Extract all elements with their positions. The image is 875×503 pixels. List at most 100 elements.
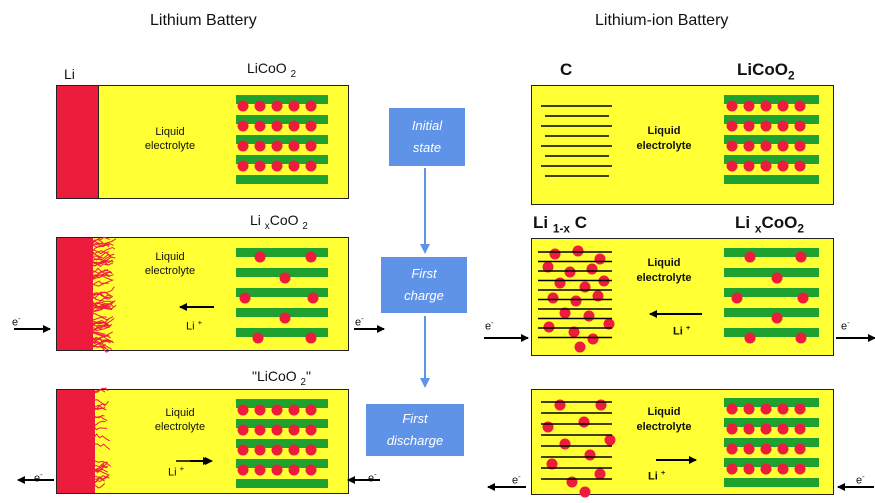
ion-text: Li — [186, 320, 195, 333]
cathode-layer — [236, 175, 328, 184]
lithium-dendrite — [93, 474, 110, 480]
li-ion — [288, 100, 300, 112]
ion-sup: + — [179, 464, 185, 473]
lithium-dendrite — [93, 404, 107, 411]
electrolyte-line2: electrolyte — [636, 272, 692, 284]
li-ion — [554, 277, 566, 289]
electrolyte-line2: electrolyte — [636, 140, 692, 152]
cathode-sub-x: x — [754, 221, 762, 236]
lithium-dendrite — [91, 240, 114, 246]
li-ion — [777, 423, 789, 435]
step-line1: First — [411, 266, 437, 281]
li-ion — [743, 443, 755, 455]
ion-sup: + — [197, 318, 203, 327]
cathode-layer — [724, 418, 819, 427]
lithium-dendrite — [91, 261, 109, 267]
lithium-dendrite — [91, 339, 114, 348]
cathode-sub-2: 2 — [797, 221, 804, 236]
electron-sup: - — [518, 472, 521, 481]
li-ion — [795, 251, 807, 263]
electrolyte-line1: Liquid — [647, 257, 681, 269]
cathode-layer — [236, 328, 328, 337]
li-ion — [254, 160, 266, 172]
li-ion — [252, 332, 264, 344]
li-ion — [554, 399, 566, 411]
ion-label-r3: Li + — [648, 465, 665, 485]
electron-label-r2-left: e- — [485, 316, 494, 334]
lithium-dendrite — [91, 260, 114, 268]
lithium-dendrite — [91, 267, 110, 277]
lithium-dendrite — [91, 293, 111, 299]
cathode-layer — [236, 95, 328, 104]
li-ion — [279, 312, 291, 324]
lithium-dendrite — [91, 279, 114, 287]
li-ion — [305, 140, 317, 152]
li-ion — [760, 160, 772, 172]
li-ion — [564, 266, 576, 278]
cathode-layer — [236, 308, 328, 317]
li-ion — [305, 160, 317, 172]
li-ion — [777, 160, 789, 172]
lithium-dendrite — [93, 389, 106, 393]
cathode-layer — [236, 268, 328, 277]
li-ion — [794, 100, 806, 112]
li-ion — [586, 263, 598, 275]
ion-label-r2: Li + — [673, 320, 690, 340]
cathode-layer — [236, 115, 328, 124]
cathode-label-r2: Li xCoO 2 — [250, 212, 308, 232]
li-ion — [760, 443, 772, 455]
li-ion — [559, 438, 571, 450]
li-ion — [237, 404, 249, 416]
electrolyte-line1: Liquid — [155, 126, 185, 138]
lithium-dendrite — [93, 420, 106, 427]
cathode-layer — [236, 419, 328, 428]
electron-sup: - — [374, 470, 377, 479]
li-ion — [271, 464, 283, 476]
lithium-dendrite — [93, 460, 111, 467]
li-ion — [271, 100, 283, 112]
electrolyte-label-r2: Liquid electrolyte — [614, 256, 714, 286]
lithium-dendrite — [93, 387, 109, 394]
li-ion — [271, 120, 283, 132]
lithium-dendrite — [91, 325, 110, 331]
cathode-layer — [236, 248, 328, 257]
step-line2: state — [412, 140, 442, 155]
anode-sub: 1-x — [552, 221, 571, 236]
li-ion — [254, 120, 266, 132]
li-ion — [271, 160, 283, 172]
lithium-dendrite — [91, 334, 110, 340]
li-ion — [271, 404, 283, 416]
li-ion — [572, 245, 584, 257]
cathode-layer — [236, 135, 328, 144]
li-ion — [777, 443, 789, 455]
electron-label-l3-right: e- — [368, 468, 377, 486]
li-ion — [578, 416, 590, 428]
lithium-dendrite — [91, 236, 110, 245]
lithium-dendrite — [93, 403, 106, 410]
electron-label-r3-right: e- — [856, 470, 865, 488]
lithium-dendrite — [93, 463, 108, 471]
li-ion — [592, 290, 604, 302]
lithiated-carbon-label: Li 1-x C — [533, 213, 587, 235]
cathode-layer — [724, 328, 819, 337]
li-ion — [594, 253, 606, 265]
li-ion — [595, 399, 607, 411]
li-ion — [542, 421, 554, 433]
li-ion — [237, 464, 249, 476]
lithium-dendrite — [91, 280, 109, 286]
lithium-dendrite — [91, 292, 111, 299]
li-ion — [726, 443, 738, 455]
li-ion — [744, 332, 756, 344]
li-ion — [305, 444, 317, 456]
electrolyte-line2: electrolyte — [154, 421, 206, 433]
lithium-dendrite — [91, 250, 113, 259]
li-ion — [305, 464, 317, 476]
lithium-dendrite — [91, 324, 110, 330]
step-line1: First — [402, 411, 428, 426]
li-ion — [288, 444, 300, 456]
ion-text: Li — [168, 466, 177, 479]
li-ion — [288, 120, 300, 132]
li-ion — [726, 463, 738, 475]
